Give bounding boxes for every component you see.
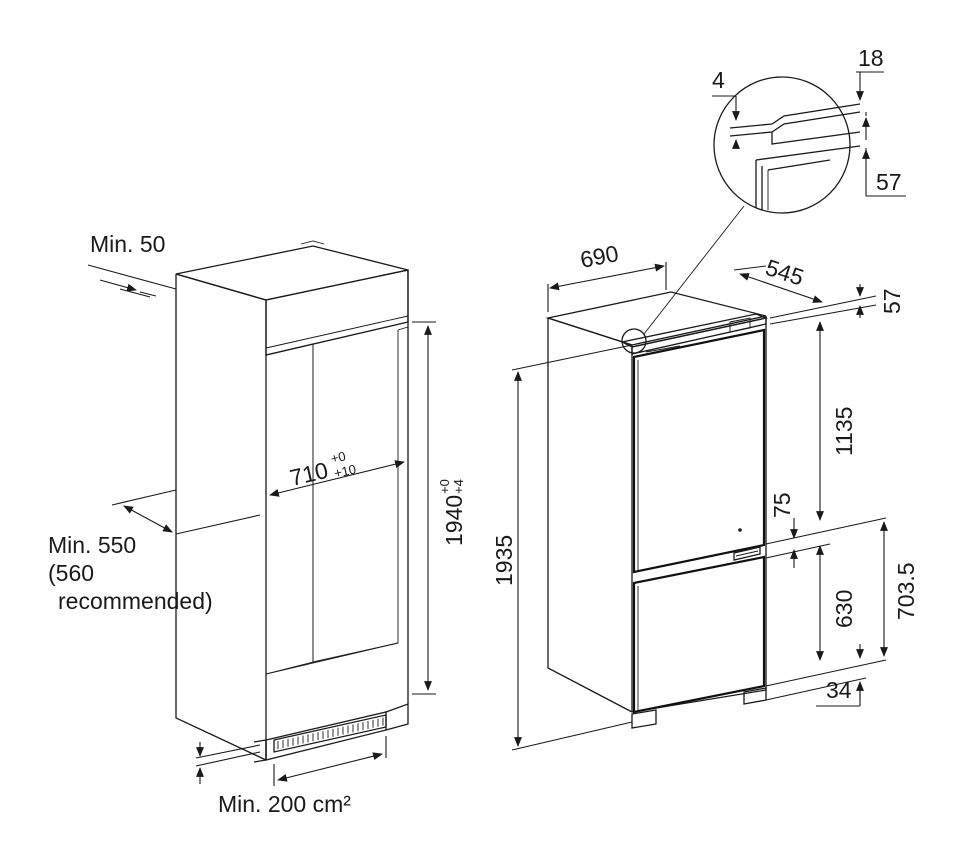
- door-hinge: [733, 546, 761, 561]
- svg-text:+0: +0: [437, 479, 452, 494]
- svg-text:+0: +0: [329, 448, 347, 466]
- detail-gap-label: 4: [712, 67, 725, 93]
- appliance-depth-label: 545: [762, 254, 807, 291]
- appliance-width-label: 690: [578, 240, 621, 273]
- upper-door-height-label: 1135: [831, 407, 857, 456]
- niche-width-label: 710 +0 +10: [287, 448, 358, 491]
- lower-door-height-label: 630: [831, 590, 857, 628]
- vent-area-label: Min. 200 cm²: [218, 791, 351, 817]
- appliance-dimensions: [511, 262, 888, 751]
- appliance-body: [545, 291, 767, 713]
- depth-recommended-line1: (560: [48, 560, 94, 586]
- detail-panel-height-label: 57: [876, 169, 902, 195]
- lower-section-height-label: 703.5: [893, 562, 919, 620]
- niche-height-label: 1940 +0 +4: [437, 479, 467, 546]
- vent-grille: [273, 714, 387, 753]
- svg-text:1940: 1940: [441, 495, 467, 546]
- detail-thickness-label: 18: [858, 45, 884, 71]
- foot-height-label: 34: [826, 677, 852, 703]
- total-height-label: 1935: [491, 535, 517, 586]
- door-gap-label: 75: [769, 492, 795, 518]
- depth-recommended-line2: recommended): [58, 588, 213, 614]
- svg-text:+4: +4: [451, 479, 466, 494]
- upper-door: [632, 328, 766, 574]
- svg-text:+10: +10: [333, 461, 358, 481]
- top-panel-height-label: 57: [879, 288, 905, 314]
- min-top-clearance-label: Min. 50: [90, 231, 165, 257]
- depth-min-label: Min. 550: [48, 532, 136, 558]
- lower-door: [632, 555, 766, 714]
- detail-callout: [621, 71, 906, 354]
- svg-text:710: 710: [287, 457, 330, 491]
- niche-cabinet: [175, 240, 409, 763]
- niche-dimensions: [87, 264, 436, 786]
